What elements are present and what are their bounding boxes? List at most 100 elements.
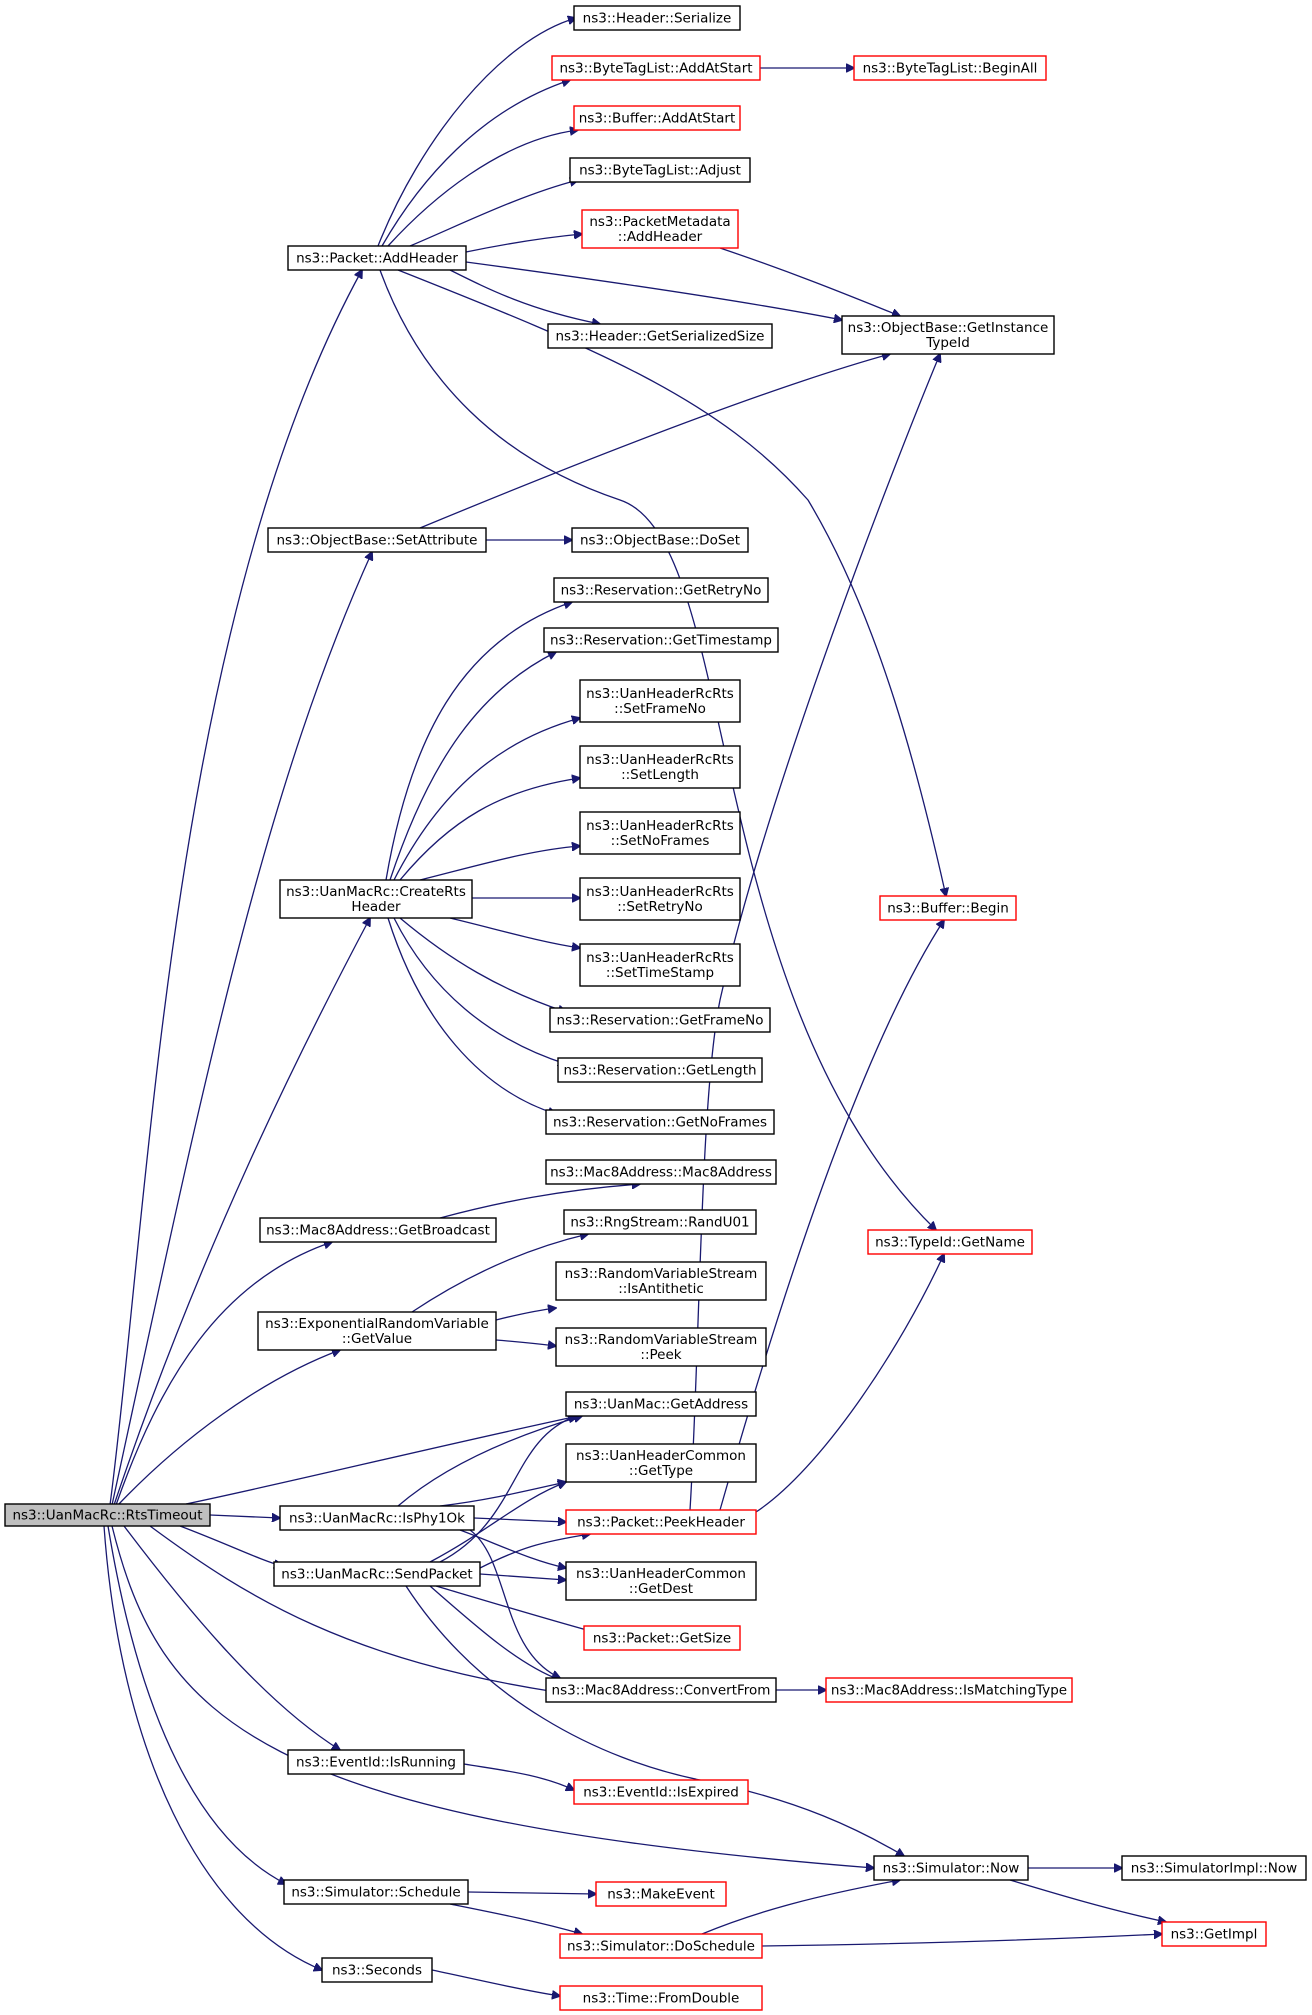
node-bufaddatstart[interactable]: ns3::Buffer::AddAtStart (573, 105, 741, 131)
node-box (569, 157, 751, 183)
edge-expgetvalue-to-randu01 (411, 1234, 588, 1313)
node-layer: ns3::UanMacRc::RtsTimeout ns3::Packet::Ad… (4, 5, 1307, 2011)
node-btlbeginall[interactable]: ns3::ByteTagList::BeginAll (853, 55, 1047, 81)
edge-isphy1ok-to-uanmacgetaddress (397, 1416, 582, 1507)
node-uanmacgetaddress[interactable]: ns3::UanMac::GetAddress (565, 1391, 757, 1417)
node-label: ns3::UanMacRc::CreateRts (286, 884, 466, 900)
node-label: ns3::UanMacRc::IsPhy1Ok (289, 1511, 465, 1527)
node-ismatchingtype[interactable]: ns3::Mac8Address::IsMatchingType (825, 1677, 1073, 1703)
node-label: ns3::UanMacRc::RtsTimeout (12, 1508, 202, 1524)
node-box (555, 1327, 767, 1367)
node-hsettimestamp[interactable]: ns3::UanHeaderRcRts::SetTimeStamp (579, 943, 741, 987)
node-isexpired[interactable]: ns3::EventId::IsExpired (573, 1779, 749, 1805)
node-hsetlength[interactable]: ns3::UanHeaderRcRts::SetLength (579, 745, 741, 789)
node-typeidgetname[interactable]: ns3::TypeId::GetName (867, 1229, 1033, 1255)
edge-pmaddheader-to-getinstancetypeid (719, 247, 900, 316)
node-label: ns3::Seconds (332, 1963, 422, 1979)
node-hcgetdest[interactable]: ns3::UanHeaderCommon::GetDest (565, 1561, 757, 1601)
node-label: ns3::UanMacRc::SendPacket (281, 1567, 472, 1583)
node-randu01[interactable]: ns3::RngStream::RandU01 (563, 1209, 757, 1235)
node-mac8ctor[interactable]: ns3::Mac8Address::Mac8Address (545, 1159, 777, 1185)
node-label: ns3::ExponentialRandomVariable (265, 1316, 489, 1332)
node-label: ns3::Packet::AddHeader (296, 251, 458, 267)
node-simimplnow[interactable]: ns3::SimulatorImpl::Now (1121, 1855, 1307, 1881)
node-rgetframeno[interactable]: ns3::Reservation::GetFrameNo (549, 1007, 771, 1033)
node-hcgettype[interactable]: ns3::UanHeaderCommon::GetType (565, 1443, 757, 1483)
node-rgetlength[interactable]: ns3::Reservation::GetLength (557, 1057, 763, 1083)
node-hsetframeno[interactable]: ns3::UanHeaderRcRts::SetFrameNo (579, 679, 741, 723)
node-label: ns3::EventId::IsRunning (296, 1755, 456, 1771)
node-label: ns3::PacketMetadata (589, 214, 730, 230)
node-box (543, 627, 779, 653)
edge-expgetvalue-to-peek (495, 1339, 556, 1346)
node-setattribute[interactable]: ns3::ObjectBase::SetAttribute (267, 527, 487, 553)
node-label: ns3::Reservation::GetLength (563, 1063, 756, 1079)
node-rgettimestamp[interactable]: ns3::Reservation::GetTimestamp (543, 627, 779, 653)
node-label: ns3::SimulatorImpl::Now (1131, 1861, 1297, 1877)
node-box (579, 679, 741, 723)
node-hsetnoframes[interactable]: ns3::UanHeaderRcRts::SetNoFrames (579, 811, 741, 855)
node-label: ns3::UanHeaderRcRts (586, 950, 734, 966)
node-box (551, 55, 761, 81)
node-label: ::IsAntithetic (618, 1281, 704, 1297)
node-peekheader[interactable]: ns3::Packet::PeekHeader (565, 1509, 757, 1535)
node-btladdatstart[interactable]: ns3::ByteTagList::AddAtStart (551, 55, 761, 81)
node-isphy1ok[interactable]: ns3::UanMacRc::IsPhy1Ok (279, 1505, 475, 1531)
edge-addheader-to-hgetsersize (449, 269, 600, 324)
edge-root-to-isrunning (123, 1525, 340, 1750)
edge-seconds-to-fromdouble (431, 1969, 560, 1996)
edge-root-to-getbroadcast (115, 1242, 332, 1506)
node-expgetvalue[interactable]: ns3::ExponentialRandomVariable::GetValue (257, 1311, 497, 1351)
node-rgetnoframes[interactable]: ns3::Reservation::GetNoFrames (545, 1109, 775, 1135)
node-box (579, 943, 741, 987)
node-schedule[interactable]: ns3::Simulator::Schedule (283, 1879, 469, 1905)
edge-root-to-sendpacket (179, 1525, 282, 1566)
node-bufbegin[interactable]: ns3::Buffer::Begin (879, 895, 1017, 921)
node-pgetsize[interactable]: ns3::Packet::GetSize (583, 1625, 741, 1651)
node-addheader[interactable]: ns3::Packet::AddHeader (287, 245, 467, 271)
node-box (545, 1677, 777, 1703)
node-makeevent[interactable]: ns3::MakeEvent (595, 1881, 727, 1907)
edge-isphy1ok-to-hcgettype (439, 1482, 566, 1507)
node-getbroadcast[interactable]: ns3::Mac8Address::GetBroadcast (259, 1217, 497, 1243)
node-sendpacket[interactable]: ns3::UanMacRc::SendPacket (273, 1561, 481, 1587)
node-rgetretryno[interactable]: ns3::Reservation::GetRetryNo (553, 577, 769, 603)
node-isrunning[interactable]: ns3::EventId::IsRunning (287, 1749, 465, 1775)
edge-root-to-isphy1ok (209, 1515, 280, 1518)
node-doset[interactable]: ns3::ObjectBase::DoSet (571, 527, 749, 553)
node-pmaddheader[interactable]: ns3::PacketMetadata::AddHeader (581, 209, 739, 249)
edge-root-to-convertfrom (149, 1525, 556, 1692)
node-hgetsersize[interactable]: ns3::Header::GetSerializedSize (547, 323, 773, 349)
edge-expgetvalue-to-isantithetic (495, 1308, 556, 1321)
node-label: ::AddHeader (618, 229, 703, 245)
node-convertfrom[interactable]: ns3::Mac8Address::ConvertFrom (545, 1677, 777, 1703)
node-root[interactable]: ns3::UanMacRc::RtsTimeout (4, 1503, 211, 1527)
edge-root-to-seconds (103, 1525, 322, 1970)
edge-root-to-creatrts (113, 918, 370, 1506)
node-hsetretryno[interactable]: ns3::UanHeaderRcRts::SetRetryNo (579, 877, 741, 921)
node-label: ::GetDest (629, 1581, 693, 1597)
node-label: ns3::RandomVariableStream (565, 1332, 758, 1348)
node-seconds[interactable]: ns3::Seconds (321, 1957, 433, 1983)
node-getimpl[interactable]: ns3::GetImpl (1161, 1921, 1267, 1947)
node-hserialize[interactable]: ns3::Header::Serialize (573, 5, 741, 31)
node-label: ns3::Time::FromDouble (583, 1991, 740, 2007)
node-btladjust[interactable]: ns3::ByteTagList::Adjust (569, 157, 751, 183)
node-box (559, 1985, 763, 2011)
node-doschedule[interactable]: ns3::Simulator::DoSchedule (559, 1933, 763, 1959)
node-box (545, 1109, 775, 1135)
node-peek[interactable]: ns3::RandomVariableStream::Peek (555, 1327, 767, 1367)
node-label: ns3::TypeId::GetName (875, 1235, 1025, 1251)
edge-addheader-to-hserialize (377, 18, 576, 247)
node-label: ns3::ByteTagList::AddAtStart (559, 61, 752, 77)
edge-schedule-to-doschedule (449, 1903, 582, 1934)
node-fromdouble[interactable]: ns3::Time::FromDouble (559, 1985, 763, 2011)
node-box (273, 1561, 481, 1587)
node-simnow[interactable]: ns3::Simulator::Now (873, 1855, 1029, 1881)
node-isantithetic[interactable]: ns3::RandomVariableStream::IsAntithetic (555, 1261, 767, 1301)
edge-addheader-to-btladjust (409, 180, 578, 247)
node-box (571, 527, 749, 553)
